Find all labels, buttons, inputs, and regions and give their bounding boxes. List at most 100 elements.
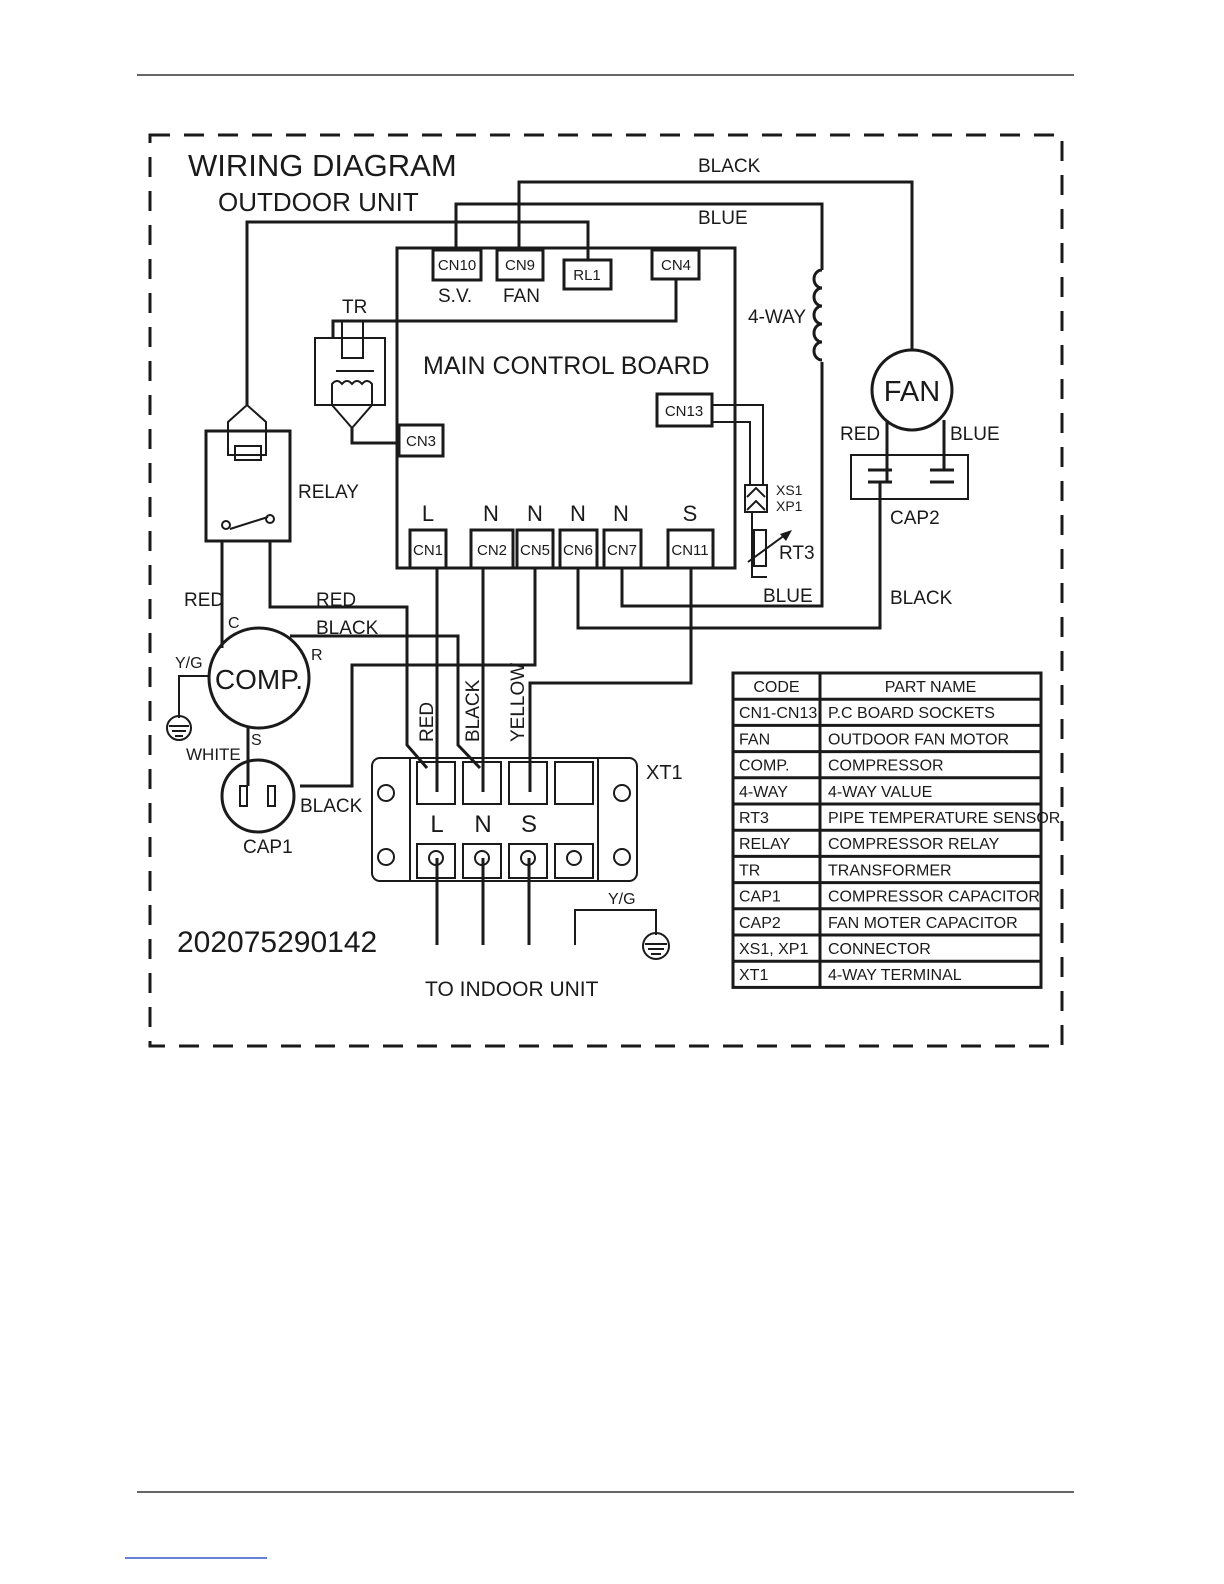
connector-cn13 — [655, 392, 714, 428]
legend-code-cell: 4-WAY — [739, 784, 788, 801]
label-xs1: XS1 — [776, 482, 803, 498]
wire-rl1-relay — [245, 220, 590, 405]
bottom-connectors: L N N N N S CN1 CN2 CN5 CN6 CN7 CN11 — [408, 501, 715, 570]
legend-code-cell: XT1 — [739, 967, 768, 984]
label-yellow-vertical: YELLOW — [508, 663, 529, 742]
legend-header-code: CODE — [753, 679, 799, 696]
diagram-border — [148, 133, 1064, 1048]
rt3-sensor-icon — [753, 529, 767, 567]
label-4way: 4-WAY — [748, 307, 806, 328]
connector-cn4 — [650, 248, 701, 281]
connector-cn10 — [431, 248, 483, 282]
label-fan-blue: BLUE — [950, 424, 1000, 445]
legend-part-name-cell: P.C BOARD SOCKETS — [828, 705, 995, 722]
connector-code: CN1 — [413, 542, 443, 559]
label-comp-s: S — [251, 732, 262, 749]
label-xp1: XP1 — [776, 498, 803, 514]
legend-part-name-cell: COMPRESSOR RELAY — [828, 836, 1000, 853]
connector-code: CN7 — [607, 542, 637, 559]
cap2-icon — [850, 454, 969, 500]
label-cap2: CAP2 — [890, 508, 940, 529]
label-cap1: CAP1 — [243, 837, 293, 858]
label-fan-connector: FAN — [503, 286, 540, 307]
connector-cn9 — [495, 248, 545, 282]
terminal-block-xt1 — [371, 757, 638, 882]
label-black-bottom: BLACK — [890, 588, 953, 609]
fan-motor-icon — [870, 348, 954, 432]
terminal-label-n: N — [474, 811, 491, 838]
label-sv: S.V. — [438, 286, 472, 307]
legend-code-cell: FAN — [739, 731, 770, 748]
legend-code-cell: CN1-CN13 — [739, 705, 817, 722]
label-blue-top: BLUE — [698, 208, 748, 229]
legend-table: CODE PART NAME CN1-CN13 P.C BOARD SOCKETS FA… — [731, 671, 1060, 989]
label-fan: FAN — [884, 376, 940, 408]
wire-black-fan — [517, 180, 914, 350]
pin-label: S — [683, 501, 698, 526]
board-label: MAIN CONTROL BOARD — [423, 352, 710, 380]
legend-part-name-cell: 4-WAY VALUE — [828, 784, 932, 801]
label-black-vertical: BLACK — [463, 679, 484, 742]
pin-label: N — [613, 501, 629, 526]
cap1-icon — [220, 758, 296, 834]
connector-cn3 — [397, 423, 445, 458]
connector-cn3-label: CN3 — [406, 433, 436, 450]
label-yg-comp: Y/G — [175, 655, 203, 672]
legend-code-cell: CAP2 — [739, 915, 781, 932]
legend-code-cell: RELAY — [739, 836, 791, 853]
pin-label: N — [527, 501, 543, 526]
connector-code: CN5 — [520, 542, 550, 559]
legend-part-name-cell: 4-WAY TERMINAL — [828, 967, 962, 984]
ground-icon — [166, 715, 192, 741]
wire-cn4-tr — [331, 279, 678, 338]
pin-label: N — [483, 501, 499, 526]
terminal-label-l: L — [430, 811, 443, 838]
connector-cn1 — [408, 528, 448, 570]
connector-code: CN2 — [477, 542, 507, 559]
legend-part-name-cell: COMPRESSOR CAPACITOR — [828, 889, 1040, 906]
wire-black-cap2 — [576, 482, 882, 630]
connector-rl1-label: RL1 — [573, 267, 601, 284]
legend-part-name-cell: OUTDOOR FAN MOTOR — [828, 731, 1009, 748]
label-xt1: XT1 — [646, 762, 683, 784]
connector-code: CN6 — [563, 542, 593, 559]
label-red-relay: RED — [316, 590, 356, 611]
legend-part-name-cell: PIPE TEMPERATURE SENSOR — [828, 810, 1060, 827]
connector-cn10-label: CN10 — [438, 257, 476, 274]
wire-blue-cn7 — [620, 362, 824, 608]
label-white: WHITE — [186, 745, 241, 764]
label-comp: COMP. — [215, 664, 303, 695]
label-black-cap1: BLACK — [300, 796, 363, 817]
connector-cn2 — [469, 528, 515, 570]
legend-header-part-name: PART NAME — [885, 679, 977, 696]
connector-cn6 — [558, 528, 599, 570]
connector-cn7 — [602, 528, 643, 570]
label-red-vertical: RED — [417, 702, 438, 742]
label-comp-r: R — [311, 647, 323, 664]
label-blue-bottom: BLUE — [763, 586, 813, 607]
transformer-icon — [314, 337, 386, 406]
terminal-label-s: S — [521, 811, 537, 838]
connector-cn13-label: CN13 — [665, 403, 703, 420]
label-relay: RELAY — [298, 482, 359, 503]
pin-label: L — [422, 501, 434, 526]
compressor-icon — [207, 626, 311, 730]
label-fan-red: RED — [840, 424, 880, 445]
connector-cn9-label: CN9 — [505, 257, 535, 274]
part-number: 202075290142 — [177, 926, 377, 959]
label-comp-c: C — [228, 615, 240, 632]
connector-code: CN11 — [671, 542, 708, 559]
connector-rl1 — [562, 258, 613, 291]
xs1-xp1-connector-icon — [744, 484, 768, 513]
legend-part-name-cell: FAN MOTER CAPACITOR — [828, 915, 1018, 932]
ground-icon — [642, 932, 670, 960]
relay-icon — [204, 429, 292, 543]
legend-code-cell: RT3 — [739, 810, 769, 827]
legend-code-cell: XS1, XP1 — [739, 941, 808, 958]
diagram-title: WIRING DIAGRAM — [188, 148, 457, 183]
legend-part-name-cell: COMPRESSOR — [828, 758, 944, 775]
legend-code-cell: COMP. — [739, 758, 789, 775]
label-black-comp: BLACK — [316, 618, 379, 639]
four-way-coil-icon — [812, 268, 823, 362]
